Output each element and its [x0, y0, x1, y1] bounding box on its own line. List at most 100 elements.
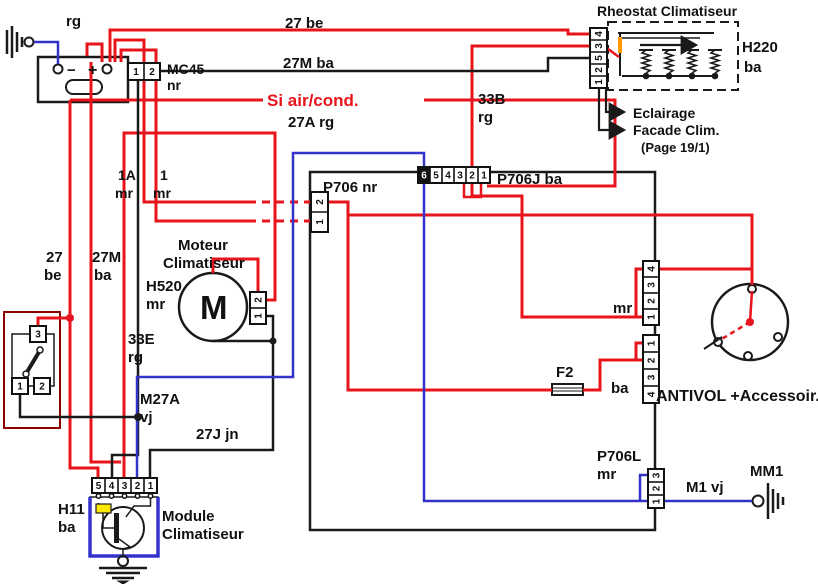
- climatiseur-module: [88, 496, 160, 558]
- module-ground-icon: [99, 555, 147, 584]
- battery: [36, 55, 130, 104]
- wire-f2-feed: [346, 215, 552, 392]
- connector-ignition-lower-pin-2: 2: [647, 357, 658, 363]
- label-h11-ba: ba: [58, 519, 76, 536]
- rheostat-coils: [622, 49, 722, 80]
- wire-1a-feed: [113, 38, 248, 204]
- label-wire-1a: 1A: [118, 167, 136, 183]
- junction-27j: [269, 337, 277, 345]
- ignition-center: [746, 318, 754, 326]
- label-si-air-cond: Si air/cond.: [267, 91, 359, 110]
- label-rheostat-h220: H220: [742, 39, 778, 56]
- label-h520-mr: mr: [146, 296, 165, 313]
- label-p706l-mr: mr: [597, 466, 616, 483]
- module-pin-stub: [134, 493, 141, 499]
- connector-rheostat-pin-4: 4: [594, 31, 605, 37]
- connector-p706l-pin-2: 2: [652, 485, 663, 491]
- wire-ign-upper-bracket: [634, 267, 643, 319]
- connector-p706j-pin-6: 6: [421, 171, 427, 182]
- connector-ignition-lower-pin-3: 3: [647, 374, 658, 380]
- label-moteur-1: Moteur: [178, 237, 228, 254]
- wire-ign-cross-tick: [703, 336, 723, 350]
- wire-1-feed: [119, 48, 248, 223]
- wire-si-line-right: [424, 98, 617, 188]
- connector-rheostat-pin-2: 2: [594, 67, 605, 73]
- label-eclairage: Eclairage: [633, 105, 695, 121]
- label-wire-m27a-vj: vj: [140, 409, 153, 426]
- module-pin-stub: [95, 493, 102, 499]
- wire-27j-path: [148, 339, 275, 477]
- label-p706j: P706J ba: [497, 171, 563, 188]
- wire-inbox-blue: [422, 183, 648, 503]
- connector-motor: 21: [249, 291, 267, 325]
- label-module-2: Climatiseur: [162, 526, 244, 543]
- label-wire-1a-mr: mr: [115, 185, 133, 201]
- label-rheostat-title: Rheostat Climatiseur: [597, 3, 738, 19]
- connector-module-pin-2: 2: [135, 481, 141, 492]
- connector-ignition-upper-pin-1: 1: [647, 314, 658, 320]
- wire-p706l-bracket: [638, 473, 648, 501]
- connector-p706l: 321: [647, 468, 665, 509]
- connector-mc45-pin-2: 2: [149, 67, 155, 78]
- label-page-ref: (Page 19/1): [641, 140, 710, 155]
- label-h11: H11: [58, 501, 85, 518]
- wire-wiper-main: [748, 290, 754, 323]
- switch-pin-1-pin-1: 1: [17, 382, 23, 393]
- connector-motor-pin-1: 1: [254, 313, 265, 319]
- wire-motor-conn-black: [266, 314, 275, 341]
- switch-pin-3: 3: [29, 325, 47, 343]
- label-conn-lower-ba: ba: [611, 380, 629, 397]
- connector-ignition-lower-pin-1: 1: [647, 340, 658, 346]
- module-yellow-component: [95, 503, 112, 514]
- connector-module-pin-5: 5: [96, 481, 102, 492]
- connector-p706j-pin-1: 1: [481, 171, 487, 182]
- connector-ignition-upper-pin-2: 2: [647, 298, 658, 304]
- wire-wiper-dash: [719, 320, 751, 342]
- label-battery-rg: rg: [66, 13, 81, 30]
- mm1-ground-icon: [751, 483, 785, 519]
- module-pin-stub: [147, 493, 154, 499]
- wire-p706j-to-ign: [470, 183, 643, 319]
- connector-p706-left: 21: [310, 191, 329, 233]
- label-antivol: ANTIVOL +Accessoir.: [656, 388, 818, 405]
- module-pin-stubs: [95, 493, 154, 499]
- wire-27be-top: [108, 28, 590, 62]
- label-m1-vj: M1 vj: [686, 479, 724, 496]
- module-pin-stub: [121, 493, 128, 499]
- connector-module-pin-4: 4: [109, 481, 115, 492]
- connector-p706j-pin-5: 5: [433, 171, 439, 182]
- label-mc45: MC45: [167, 61, 205, 77]
- label-wire-27m-top: 27M ba: [283, 55, 335, 72]
- label-wire-33e: 33E: [128, 331, 155, 348]
- wire-27m-top: [160, 56, 590, 73]
- label-module-1: Module: [162, 508, 215, 525]
- connector-p706-left-pin-2: 2: [315, 199, 326, 205]
- switch-pin-3-pin-3: 3: [35, 330, 41, 341]
- label-wire-27be-v: be: [44, 267, 62, 284]
- connector-p706j-pin-4: 4: [445, 171, 451, 182]
- wire-f2-out: [583, 358, 643, 392]
- wire-m27a-blue: [135, 151, 426, 477]
- label-wire-27-v: 27: [46, 249, 63, 266]
- f2-fuse: [551, 383, 584, 396]
- connector-rheostat-pin-1: 1: [594, 79, 605, 85]
- switch-pin-1: 1: [11, 377, 29, 395]
- wire-rheo-pin3-33b: [470, 44, 590, 167]
- label-wire-27m-v: 27M: [92, 249, 121, 266]
- label-p706: P706 nr: [323, 179, 377, 196]
- label-battery-plus: +: [88, 62, 97, 79]
- label-wire-1-mr: mr: [153, 185, 171, 201]
- connector-rheostat-pin-5: 5: [594, 55, 605, 61]
- connector-p706j-pin-3: 3: [457, 171, 463, 182]
- wire-33e-27a: [122, 131, 277, 477]
- connector-motor-pin-2: 2: [254, 297, 265, 303]
